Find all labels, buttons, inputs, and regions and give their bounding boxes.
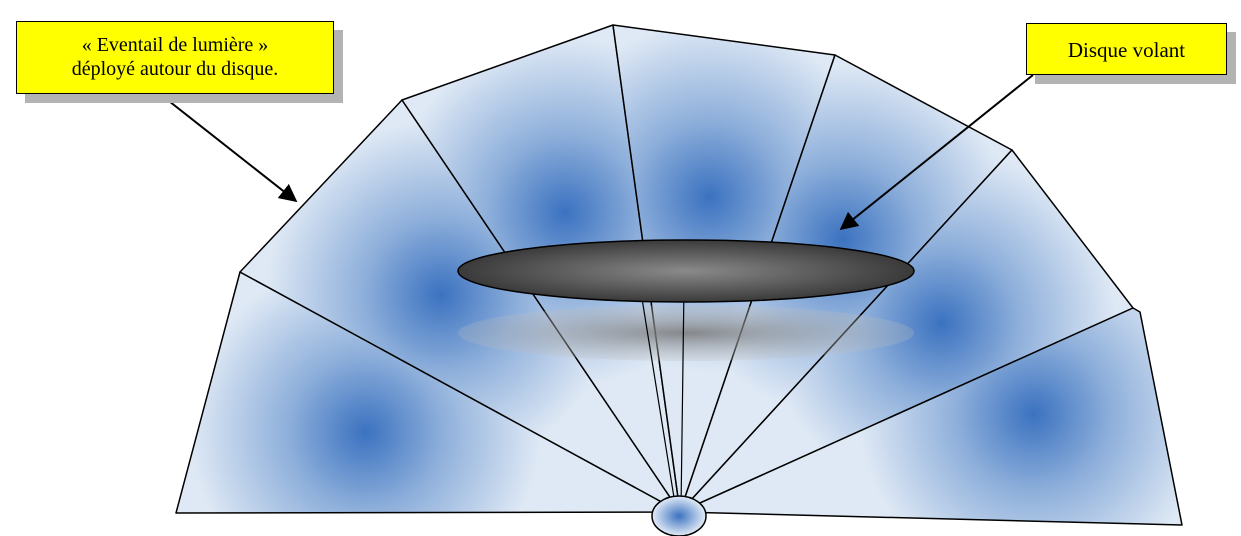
fan-panel bbox=[679, 307, 1183, 526]
light-ray-left bbox=[639, 285, 677, 511]
light-ray-center bbox=[680, 285, 685, 511]
arrow-to-fan bbox=[159, 93, 298, 203]
disc-shadow bbox=[458, 305, 914, 361]
arrow-to-disc bbox=[839, 74, 1034, 231]
callout-light-fan-line1: « Eventail de lumière » bbox=[81, 34, 269, 56]
flying-disc bbox=[457, 239, 915, 303]
light-source bbox=[651, 495, 707, 536]
callout-light-fan-line2: déployé autour du disque. bbox=[71, 58, 279, 80]
callout-flying-disc-label: Disque volant bbox=[1067, 38, 1186, 62]
callout-flying-disc: Disque volant bbox=[1026, 23, 1227, 75]
callout-light-fan: « Eventail de lumière » déployé autour d… bbox=[16, 21, 334, 94]
